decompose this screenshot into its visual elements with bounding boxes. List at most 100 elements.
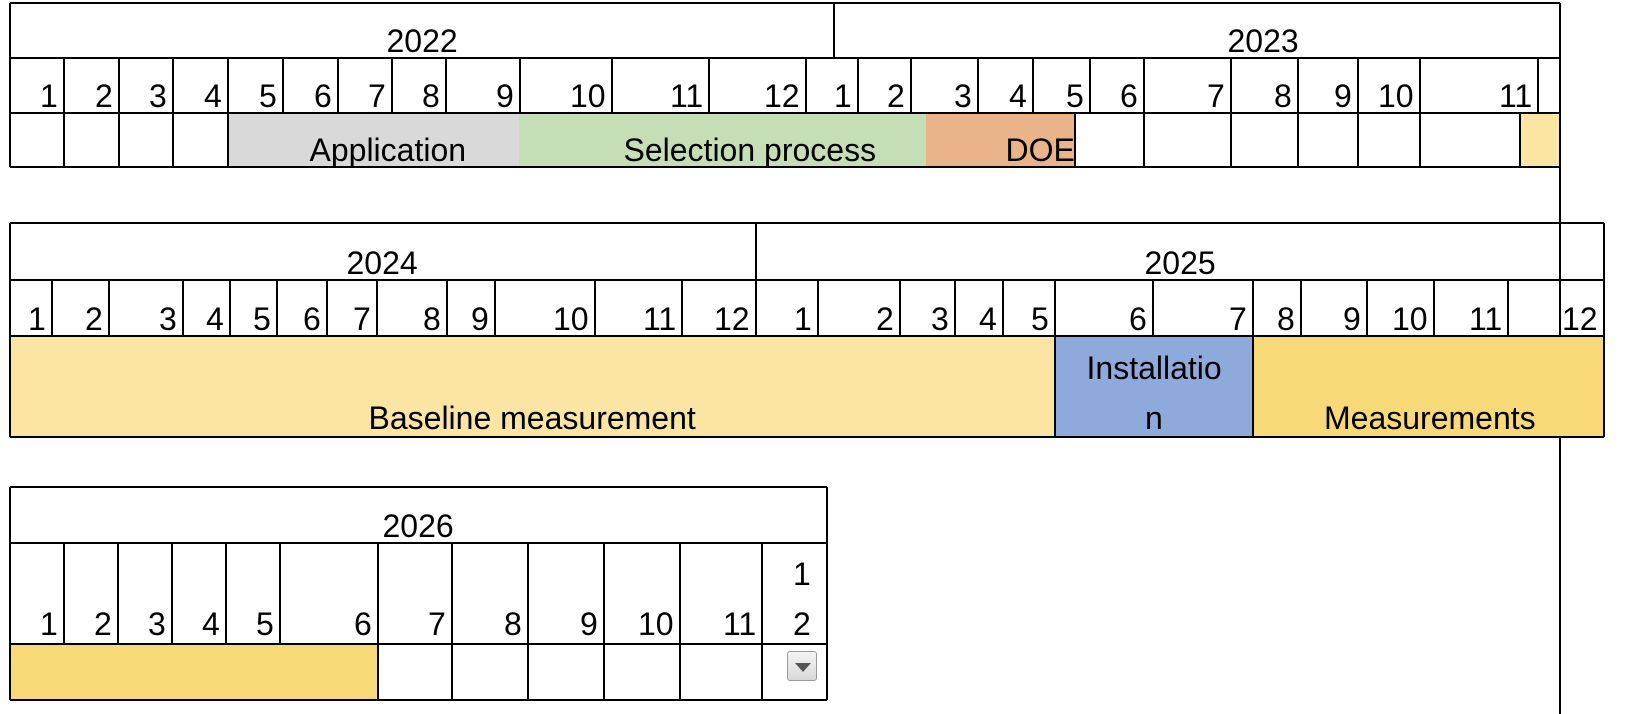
- grid-line: [279, 543, 281, 644]
- grid-line: [679, 644, 681, 700]
- month-label: 10: [1392, 301, 1428, 337]
- month-label: 8: [504, 606, 522, 642]
- month-label: 8: [1277, 301, 1295, 337]
- grid-line: [51, 280, 53, 336]
- task-bar-measurements: [1253, 337, 1604, 436]
- grid-line: [10, 542, 827, 544]
- grid-line: [1537, 58, 1539, 113]
- grid-line: [10, 335, 1604, 337]
- month-label: 7: [1207, 78, 1225, 114]
- month-label: 9: [496, 78, 514, 114]
- grid-line: [182, 280, 184, 336]
- grid-line: [1074, 113, 1076, 167]
- grid-line: [1089, 58, 1091, 113]
- grid-line: [63, 543, 65, 644]
- month-label: 2: [793, 606, 811, 642]
- grid-line: [1357, 58, 1359, 113]
- grid-line: [1300, 280, 1302, 336]
- month-label: 5: [1066, 78, 1084, 114]
- grid-line: [445, 58, 447, 113]
- task-label-installation: n: [1145, 400, 1163, 436]
- month-label: 5: [1031, 301, 1049, 337]
- grid-line: [761, 644, 763, 700]
- dropdown-button[interactable]: [787, 651, 817, 681]
- grid-line: [1252, 280, 1254, 336]
- month-label: 6: [1129, 301, 1147, 337]
- grid-line: [1152, 280, 1154, 336]
- year-label: 2025: [1144, 245, 1216, 281]
- grid-line: [1143, 113, 1145, 167]
- month-label: 10: [570, 78, 606, 114]
- month-label: 12: [764, 78, 800, 114]
- grid-line: [282, 58, 284, 113]
- year-label: 2023: [1227, 23, 1299, 59]
- month-label: 9: [580, 606, 598, 642]
- month-label: 6: [354, 606, 372, 642]
- grid-line: [826, 487, 828, 700]
- month-label: 4: [202, 606, 220, 642]
- grid-line: [1357, 113, 1359, 167]
- grid-line: [1230, 58, 1232, 113]
- grid-line: [817, 280, 819, 336]
- grid-line: [1032, 58, 1034, 113]
- grid-line: [63, 113, 65, 167]
- task-bar-baseline-start: [1520, 114, 1560, 166]
- grid-line: [276, 280, 278, 336]
- grid-line: [681, 280, 683, 336]
- grid-line: [1002, 280, 1004, 336]
- month-label: 3: [931, 301, 949, 337]
- month-label: 5: [253, 301, 271, 337]
- grid-line: [118, 113, 120, 167]
- month-label: 11: [723, 606, 757, 642]
- grid-line: [326, 280, 328, 336]
- task-label-installation: Installatio: [1086, 350, 1222, 386]
- year-label: 2022: [386, 23, 458, 59]
- month-label: 1: [834, 78, 852, 114]
- grid-line: [805, 58, 807, 113]
- grid-line: [708, 58, 710, 113]
- grid-line: [1603, 223, 1605, 437]
- grid-line: [172, 58, 174, 113]
- grid-line: [10, 57, 1560, 59]
- year-label: 2024: [346, 245, 418, 281]
- month-label: 11: [643, 301, 677, 337]
- grid-line: [1143, 58, 1145, 113]
- month-label: 5: [259, 78, 277, 114]
- month-label: 7: [353, 301, 371, 337]
- grid-line: [9, 487, 11, 700]
- month-label: 7: [1229, 301, 1247, 337]
- grid-line: [977, 58, 979, 113]
- grid-line: [10, 436, 1604, 438]
- month-label: 11: [1499, 78, 1533, 114]
- grid-line: [1297, 58, 1299, 113]
- grid-line: [227, 113, 229, 167]
- month-label: 12: [1562, 301, 1598, 337]
- month-label: 1: [793, 556, 811, 592]
- month-label: 9: [471, 301, 489, 337]
- month-label: 8: [423, 301, 441, 337]
- month-label: 9: [1343, 301, 1361, 337]
- grid-line: [225, 543, 227, 644]
- grid-line: [1366, 280, 1368, 336]
- task-label-application: Application: [309, 132, 467, 168]
- grid-line: [10, 486, 827, 488]
- month-label: 2: [887, 78, 905, 114]
- grid-line: [10, 279, 1604, 281]
- grid-line: [611, 58, 613, 113]
- month-label: 5: [256, 606, 274, 642]
- month-label: 8: [1274, 78, 1292, 114]
- grid-line: [527, 543, 529, 644]
- task-label-selection-process: Selection process: [623, 132, 877, 168]
- task-bar-installation: [1054, 337, 1254, 436]
- month-label: 9: [1334, 78, 1352, 114]
- month-label: 3: [149, 78, 167, 114]
- grid-line: [10, 112, 1560, 114]
- task-bar-measurements-end: [11, 645, 378, 699]
- chevron-down-icon: [795, 663, 811, 672]
- month-label: 1: [794, 301, 812, 337]
- month-label: 2: [94, 606, 112, 642]
- grid-line: [118, 58, 120, 113]
- grid-line: [857, 58, 859, 113]
- grid-line: [227, 58, 229, 113]
- month-label: 1: [40, 606, 58, 642]
